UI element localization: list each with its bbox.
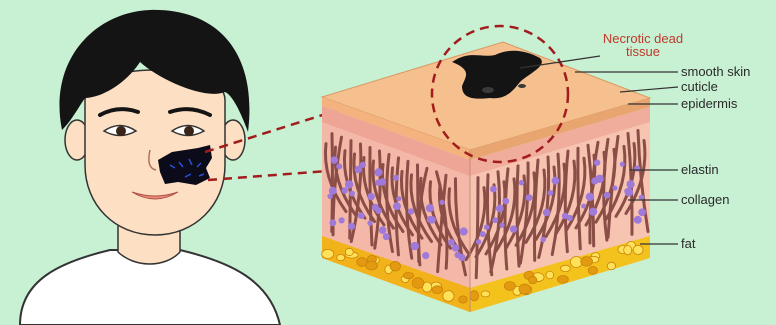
- elastin-dot: [634, 166, 640, 172]
- fat-globule: [561, 265, 571, 271]
- elastin-dot: [379, 178, 386, 185]
- fat-globule: [470, 291, 479, 301]
- fat-globule: [504, 282, 515, 291]
- fat-globule: [624, 245, 632, 254]
- elastin-dot: [379, 226, 387, 234]
- fat-globule: [404, 272, 414, 278]
- elastin-dot: [492, 217, 498, 223]
- necrotic-tissue-label: Necrotic dead tissue: [583, 32, 703, 58]
- elastin-dot: [336, 163, 342, 169]
- elastin-dot: [552, 177, 560, 185]
- elastin-dot: [490, 186, 497, 193]
- elastin-dot: [408, 208, 414, 214]
- necrotic-label-line2: tissue: [583, 45, 703, 58]
- elastin-dot: [476, 239, 481, 244]
- fat-globule: [390, 261, 400, 271]
- elastin-dot: [594, 159, 600, 165]
- elastin-dot: [591, 177, 598, 184]
- fat-globule: [519, 284, 531, 294]
- elastin-dot: [519, 180, 525, 186]
- fat-globule: [443, 291, 454, 302]
- elastin-dot: [360, 162, 366, 168]
- elastin-dot: [329, 187, 337, 195]
- fat-globule: [588, 266, 597, 274]
- cuticle-label: cuticle: [681, 80, 718, 94]
- elastin-dot: [526, 194, 533, 201]
- fat-globule: [345, 248, 353, 255]
- elastin-dot: [480, 231, 486, 237]
- elastin-dot: [502, 198, 509, 205]
- fat-label: fat: [681, 237, 695, 251]
- elastin-dot: [460, 227, 468, 235]
- fat-globule: [337, 254, 345, 260]
- fat-globule: [529, 276, 537, 284]
- elastin-dot: [589, 208, 597, 216]
- elastin-dot: [393, 202, 401, 210]
- elastin-dot: [543, 209, 551, 217]
- elastin-dot: [510, 225, 517, 232]
- elastin-dot: [627, 180, 635, 188]
- elastin-dot: [368, 193, 375, 200]
- elastin-dot: [339, 217, 345, 223]
- fat-globule: [546, 271, 554, 279]
- elastin-dot: [330, 219, 337, 226]
- elastin-dot: [496, 205, 504, 213]
- elastin-dot: [499, 223, 504, 228]
- elastin-dot: [393, 175, 399, 181]
- elastin-dot: [372, 204, 379, 211]
- elastin-dot: [540, 237, 546, 243]
- fat-globule: [633, 245, 643, 254]
- elastin-dot: [383, 233, 390, 240]
- elastin-dot: [358, 212, 365, 219]
- elastin-dot: [562, 213, 568, 219]
- fat-globule: [322, 249, 334, 258]
- elastin-dot: [604, 192, 611, 199]
- elastin-dot: [427, 216, 434, 223]
- fat-globule: [432, 286, 443, 294]
- elastin-label: elastin: [681, 163, 719, 177]
- collagen-label: collagen: [681, 193, 729, 207]
- skin-block: [322, 42, 650, 312]
- fat-globule: [607, 262, 615, 270]
- elastin-dot: [348, 223, 355, 230]
- fat-globule: [366, 261, 378, 270]
- epidermis-label: epidermis: [681, 97, 737, 111]
- elastin-dot: [342, 187, 348, 193]
- elastin-dot: [448, 239, 455, 246]
- fat-globule: [557, 276, 568, 284]
- elastin-dot: [327, 194, 332, 199]
- elastin-dot: [411, 242, 419, 250]
- smooth-skin-label: smooth skin: [681, 65, 750, 79]
- elastin-dot: [345, 180, 353, 188]
- elastin-dot: [586, 193, 594, 201]
- elastin-dot: [620, 162, 625, 167]
- elastin-dot: [484, 224, 490, 230]
- person-illustration: [20, 10, 280, 325]
- fat-globule: [481, 291, 490, 297]
- fat-globule: [581, 257, 593, 267]
- elastin-dot: [426, 204, 434, 212]
- elastin-dot: [638, 208, 646, 216]
- elastin-dot: [548, 190, 554, 196]
- elastin-dot: [422, 252, 429, 259]
- elastin-dot: [396, 196, 401, 201]
- elastin-dot: [581, 204, 586, 209]
- elastin-dot: [440, 200, 445, 205]
- fat-globule: [412, 278, 424, 289]
- elastin-dot: [634, 216, 642, 224]
- elastin-dot: [367, 220, 372, 225]
- elastin-dot: [331, 156, 339, 164]
- elastin-dot: [349, 191, 355, 197]
- elastin-dot: [612, 185, 617, 190]
- elastin-dot: [458, 254, 465, 261]
- elastin-dot: [374, 168, 382, 176]
- collagen-fiber: [476, 178, 478, 278]
- fat-globule: [459, 296, 467, 303]
- elastin-dot: [625, 188, 634, 197]
